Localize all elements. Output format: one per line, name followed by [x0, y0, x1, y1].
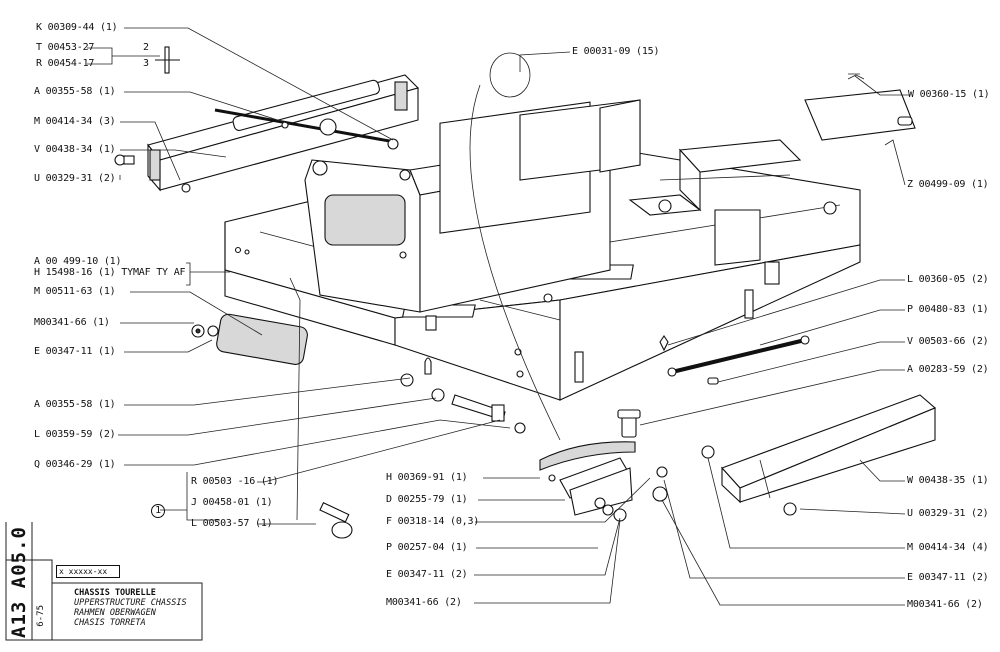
label-e00347c: E 00347-11 (2) [907, 572, 989, 583]
label-m00341c: M00341-66 (2) [907, 599, 983, 610]
label-e00347b: E 00347-11 (2) [386, 569, 468, 580]
label-a00499: A 00 499-10 (1) [34, 256, 122, 267]
label-p00257: P 00257-04 (1) [386, 542, 468, 553]
label-r00454: R 00454-17 [36, 58, 95, 69]
sheet-date: 6-75 [36, 605, 46, 627]
label-l00359: L 00359-59 (2) [34, 429, 116, 440]
qty-r: 3 [143, 58, 149, 69]
label-v00438: V 00438-34 (1) [34, 144, 116, 155]
bottom-center-parts [539, 441, 668, 522]
right-parts [617, 73, 937, 516]
label-u00329a: U 00329-31 (2) [34, 173, 116, 184]
label-h00369: H 00369-91 (1) [386, 472, 468, 483]
label-z00499: Z 00499-09 (1) [907, 179, 989, 190]
title-fr: CHASSIS TOURELLE [74, 588, 156, 598]
label-u00329b: U 00329-31 (2) [907, 508, 989, 519]
label-w00438: W 00438-35 (1) [907, 475, 989, 486]
label-e00031: E 00031-09 (15) [572, 46, 660, 57]
label-m00511: M 00511-63 (1) [34, 286, 116, 297]
left-small-parts [191, 313, 526, 539]
sheet-code: A13 A05.0 [8, 526, 30, 638]
label-d00255: D 00255-79 (1) [386, 494, 468, 505]
label-m00414a: M 00414-34 (3) [34, 116, 116, 127]
circle-ref: 1 [151, 504, 165, 518]
label-e00347a: E 00347-11 (1) [34, 346, 116, 357]
label-q00346: Q 00346-29 (1) [34, 459, 116, 470]
label-m00414b: M 00414-34 (4) [907, 542, 989, 553]
sheet-code-box: x xxxxx-xx [56, 565, 120, 578]
label-l00503: L 00503-57 (1) [191, 518, 273, 529]
label-h15498: H 15498-16 (1) TYMAF TY AF [34, 267, 186, 278]
label-l00360: L 00360-05 (2) [907, 274, 989, 285]
label-w00360: W 00360-15 (1) [908, 89, 990, 100]
label-m00341a: M00341-66 (1) [34, 317, 110, 328]
title-es: CHASIS TORRETA [74, 618, 146, 628]
label-a00355b: A 00355-58 (1) [34, 399, 116, 410]
label-t00453: T 00453-27 [36, 42, 95, 53]
label-v00503: V 00503-66 (2) [907, 336, 989, 347]
label-r00503: R 00503 -16 (1) [191, 476, 279, 487]
label-k00309: K 00309-44 (1) [36, 22, 118, 33]
leader-lines [87, 27, 910, 606]
label-f00318: F 00318-14 (0,3) [386, 516, 480, 527]
label-j00458: J 00458-01 (1) [191, 497, 273, 508]
label-p00480: P 00480-83 (1) [907, 304, 989, 315]
rear-box [519, 99, 802, 266]
label-m00341b: M00341-66 (2) [386, 597, 462, 608]
label-a00355a: A 00355-58 (1) [34, 86, 116, 97]
title-en: UPPERSTRUCTURE CHASSIS [74, 598, 187, 608]
label-a00283: A 00283-59 (2) [907, 364, 989, 375]
qty-t: 2 [143, 42, 149, 53]
title-de: RAHMEN OBERWAGEN [74, 608, 156, 618]
